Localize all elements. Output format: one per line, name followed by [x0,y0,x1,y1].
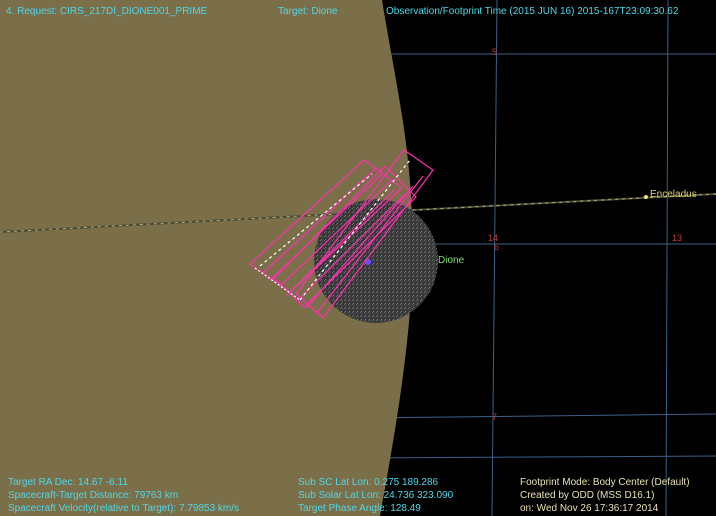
grid-label-left-top: 14 [488,233,499,243]
sub-solar-lat-lon: Sub Solar Lat Lon: 24.736 323.090 [298,490,454,501]
footprint-mode: Footprint Mode: Body Center (Default) [520,477,690,488]
coordinate-grid [359,0,716,516]
dione-label: Dione [438,255,465,266]
target-phase-angle: Target Phase Angle: 128.49 [298,503,421,514]
spacecraft-velocity: Spacecraft Velocity(relative to Target):… [8,503,240,514]
saturn-disk [0,0,413,516]
created-on: on: Wed Nov 26 17:36:17 2014 [520,503,659,514]
target-label: Target: Dione [278,6,338,17]
grid-label-top: 5 [492,47,498,57]
dione-center-marker [365,259,371,265]
created-by: Created by ODD (MSS D16.1) [520,490,655,501]
observation-time-label: Observation/Footprint Time (2015 JUN 16)… [386,6,679,17]
dione-body[interactable] [314,199,438,323]
spacecraft-target-distance: Spacecraft-Target Distance: 79763 km [8,490,179,501]
grid-label-bottom: 7 [492,412,498,422]
sub-sc-lat-lon: Sub SC Lat Lon: 0.275 189.286 [298,477,439,488]
enceladus-marker[interactable] [644,195,648,199]
grid-label-right: 13 [672,233,683,243]
request-label: 4. Request: CIRS_217DI_DIONE001_PRIME [6,6,208,17]
instrument-footprint [249,149,434,319]
grid-label-left-bottom: 6 [494,242,500,252]
enceladus-label: Enceladus [650,189,697,200]
target-ra-dec: Target RA Dec: 14.67 -6.11 [8,477,128,488]
